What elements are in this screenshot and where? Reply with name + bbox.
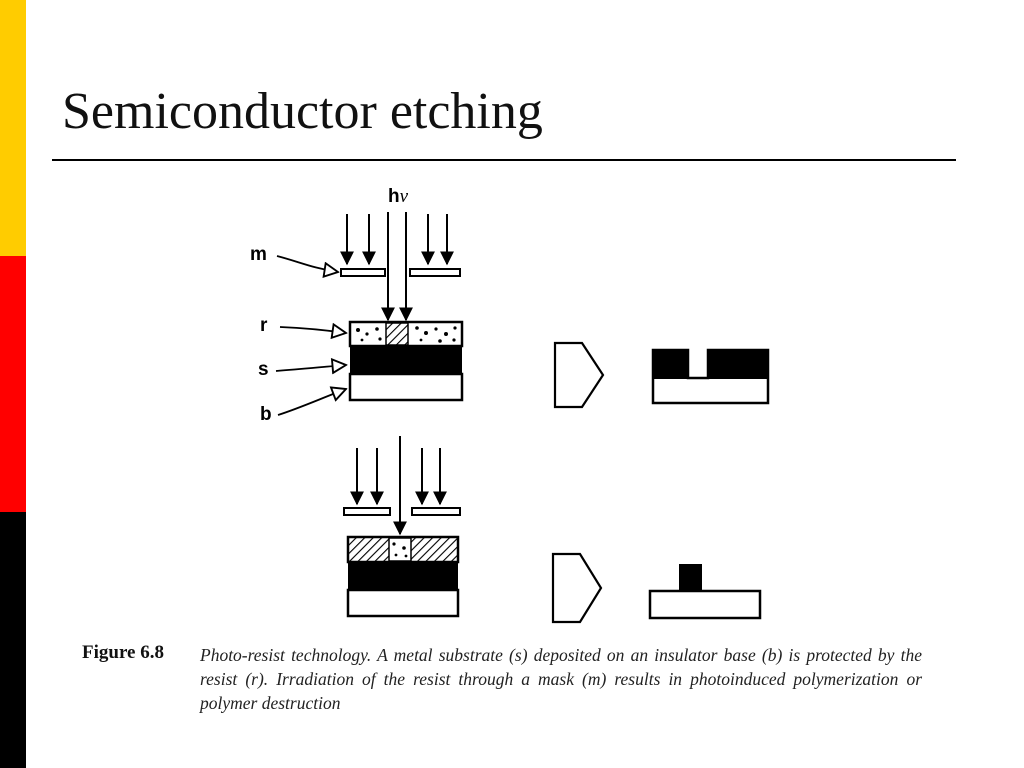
metal-substrate-bottom bbox=[348, 562, 458, 590]
base-label: b bbox=[260, 404, 272, 425]
accent-stripe-black bbox=[0, 512, 26, 768]
remaining-substrate-block bbox=[679, 564, 702, 592]
accent-stripe-red bbox=[0, 256, 26, 512]
top-exposure-setup: m r s b bbox=[250, 212, 464, 425]
mask-bottom bbox=[343, 507, 461, 516]
resist-dots-top bbox=[356, 326, 457, 343]
result-base-bottom bbox=[648, 589, 762, 620]
label-pointer-arrows bbox=[275, 255, 346, 416]
accent-stripe-yellow bbox=[0, 0, 26, 256]
light-rays-bottom bbox=[350, 436, 447, 536]
exposed-resist-region-top bbox=[385, 322, 409, 346]
title-divider bbox=[52, 159, 956, 161]
unexposed-resist-region-bottom bbox=[388, 537, 412, 562]
layer-labels: m r s b bbox=[250, 244, 272, 425]
etched-substrate-left bbox=[654, 350, 687, 379]
insulator-base-bottom bbox=[346, 588, 460, 618]
process-arrow-bottom bbox=[551, 552, 603, 624]
light-rays-top bbox=[340, 212, 454, 322]
etched-substrate-right bbox=[709, 350, 767, 379]
slide-title: Semiconductor etching bbox=[62, 83, 543, 140]
resist-dots-bottom bbox=[392, 542, 408, 558]
metal-substrate-top bbox=[350, 346, 462, 374]
result-top bbox=[651, 348, 770, 405]
mask-label: m bbox=[250, 244, 267, 265]
process-arrow-top bbox=[553, 341, 605, 409]
caption-label: Figure 6.8 bbox=[82, 642, 164, 663]
resist-label: r bbox=[260, 315, 268, 336]
bottom-exposure-setup bbox=[343, 436, 461, 618]
substrate-label: s bbox=[258, 359, 269, 380]
hv-label: hν bbox=[388, 186, 409, 207]
caption-text: Photo-resist technology. A metal substra… bbox=[200, 645, 922, 713]
insulator-base-top bbox=[348, 372, 464, 402]
mask-top bbox=[340, 268, 461, 277]
photoresist-diagram: hν m bbox=[240, 178, 800, 633]
result-bottom bbox=[648, 564, 762, 620]
